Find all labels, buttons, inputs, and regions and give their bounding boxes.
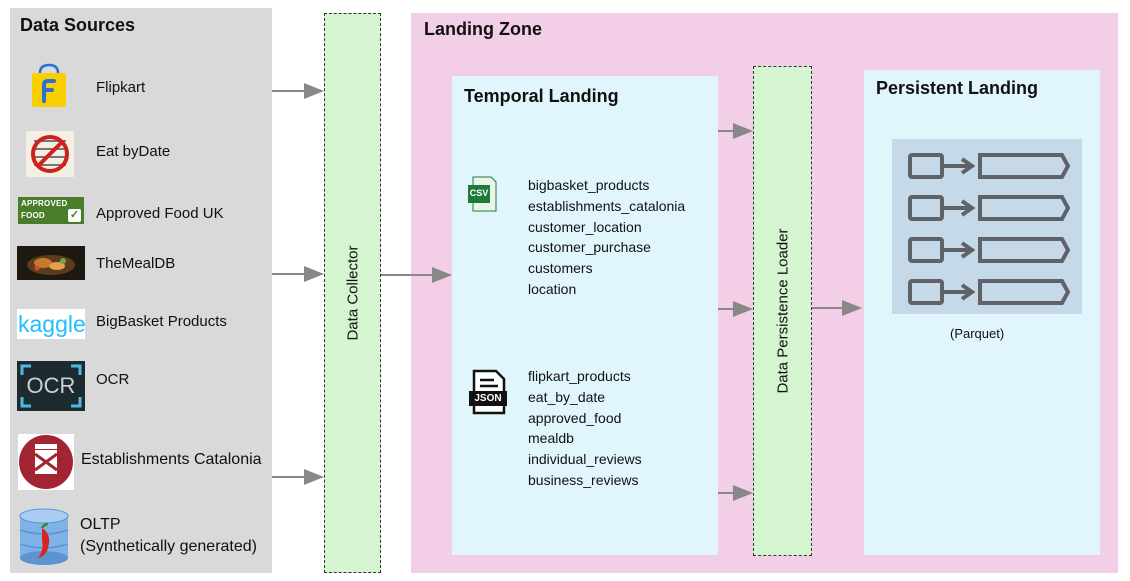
ocr-icon: OCR	[17, 361, 85, 411]
catalonia-seal-icon	[18, 434, 74, 490]
json-file-item: eat_by_date	[528, 388, 606, 405]
ocr-icon-text: OCR	[26, 373, 76, 398]
source-label-eat-by-date: Eat byDate	[96, 143, 171, 160]
csv-file-item: bigbasket_products	[528, 177, 650, 193]
csv-file-item: location	[528, 280, 577, 297]
source-label-themealdb: TheMealDB	[96, 255, 176, 272]
parquet-caption: (Parquet)	[950, 326, 1005, 341]
source-label-catalonia: Establishments Catalonia	[81, 451, 262, 468]
temporal-landing-title: Temporal Landing	[464, 86, 619, 106]
source-label-oltp-note: (Synthetically generated)	[80, 538, 257, 555]
landing-zone-title: Landing Zone	[424, 19, 542, 39]
parquet-icon	[892, 139, 1082, 314]
source-label-flipkart: Flipkart	[96, 79, 146, 96]
data-persistence-loader-box: Data Persistence Loader	[753, 66, 812, 556]
json-file-list: flipkart_products eat_by_date approved_f…	[528, 366, 642, 491]
data-sources-title: Data Sources	[20, 15, 136, 35]
csv-file-item: customer_location	[528, 218, 642, 235]
csv-file-item: establishments_catalonia	[528, 197, 686, 214]
json-file-item: mealdb	[528, 430, 574, 447]
flipkart-logo-icon	[30, 63, 68, 109]
meal-photo-icon	[17, 246, 85, 280]
source-label-oltp: OLTP	[80, 516, 121, 533]
json-file-icon: JSON	[468, 369, 508, 415]
csv-icon-text: CSV	[469, 188, 489, 198]
check-icon: ✓	[68, 209, 81, 222]
source-label-ocr: OCR	[96, 371, 130, 388]
csv-file-item: customers	[528, 260, 593, 277]
kaggle-logo-text: kaggle	[18, 311, 86, 337]
json-file-item: individual_reviews	[528, 451, 642, 468]
json-file-item: flipkart_products	[528, 368, 631, 384]
json-icon-text: JSON	[474, 393, 502, 404]
approved-food-logo-icon: APPROVED FOOD ✓	[18, 197, 84, 224]
kaggle-logo-icon: kaggle	[17, 309, 86, 339]
json-file-item: approved_food	[528, 409, 622, 426]
csv-file-item: customer_purchase	[528, 239, 651, 256]
csv-file-list: bigbasket_products establishments_catalo…	[528, 175, 685, 300]
approved-food-logo-text: APPROVED FOOD	[21, 199, 68, 220]
temporal-landing-box	[452, 76, 718, 555]
json-file-item: business_reviews	[528, 471, 639, 488]
eat-by-date-logo-icon	[26, 131, 74, 177]
csv-file-icon: CSV	[467, 175, 497, 213]
source-label-bigbasket: BigBasket Products	[96, 313, 227, 330]
database-icon	[18, 508, 70, 566]
source-label-approved-food: Approved Food UK	[96, 205, 224, 222]
persistent-landing-title: Persistent Landing	[876, 78, 1039, 98]
data-collector-box: Data Collector	[324, 13, 381, 573]
